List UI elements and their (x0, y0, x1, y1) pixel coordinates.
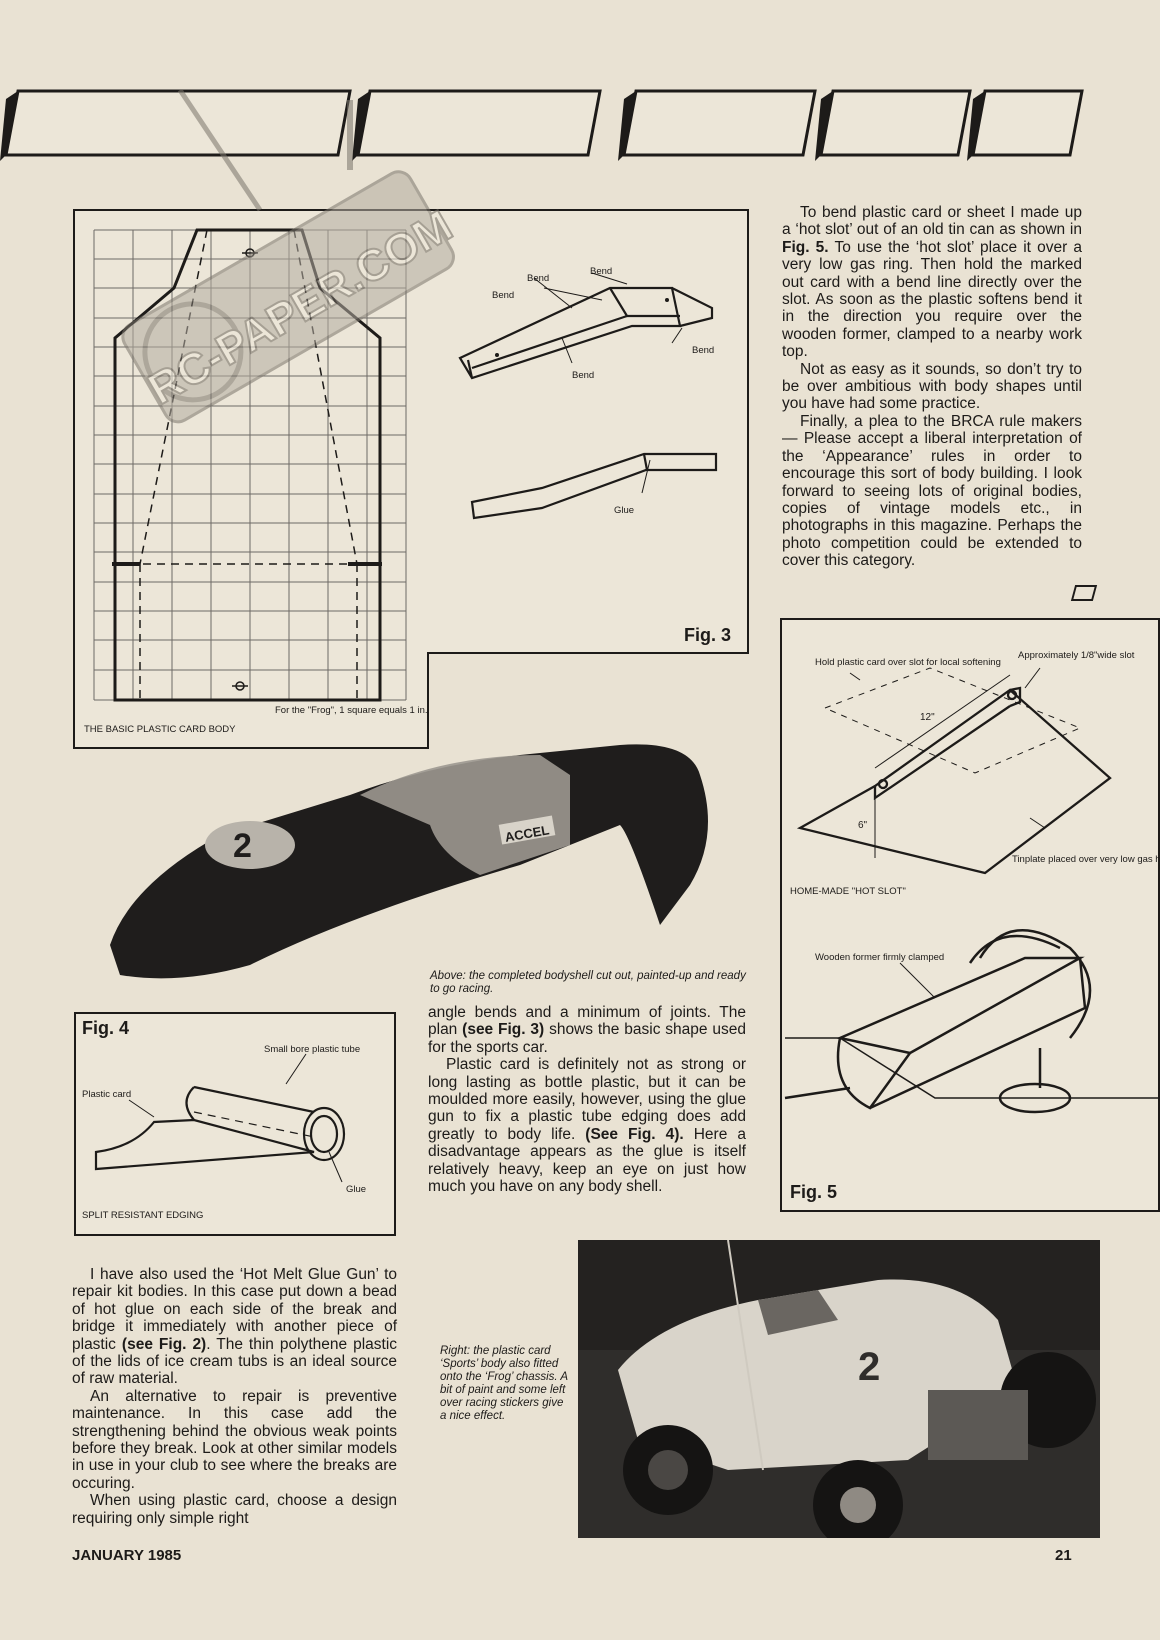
paragraph-plan: angle bends and a minimum of joints. The… (428, 1004, 746, 1056)
paragraph-practice: Not as easy as it sounds, so don’t try t… (782, 360, 1082, 413)
bodyshell-caption: Above: the completed bodyshell cut out, … (430, 970, 746, 995)
fig5-approx-label: Approximately 1/8"wide slot (1018, 650, 1135, 661)
header-tab-3 (622, 89, 817, 157)
glue-label: Glue (614, 505, 634, 516)
fig3-label: Fig. 3 (684, 625, 731, 645)
header-tab-5 (971, 89, 1084, 157)
paragraph-brca-plea: Finally, a plea to the BRCA rule makers … (782, 412, 1082, 570)
glue-label-fig4: Glue (346, 1184, 366, 1195)
header-tabs (0, 89, 1084, 161)
fig5-diagram: Hold plastic card over slot for local so… (780, 618, 1160, 1212)
edging-drawing (94, 1085, 346, 1171)
header-tab-4 (819, 89, 972, 157)
former-label: Wooden former firmly clamped (815, 952, 944, 963)
bodyshell-photo: 2 ACCEL (110, 744, 708, 979)
column-left: I have also used the ‘Hot Melt Glue Gun’… (72, 1266, 397, 1527)
car-caption: Right: the plastic card ‘Sports’ body al… (440, 1345, 568, 1422)
clamp-drawing (784, 928, 1160, 1114)
plan-caption: For the "Frog", 1 square equals 1 in. (275, 705, 428, 716)
page-number: 21 (1055, 1547, 1072, 1564)
paragraph-plastic-card: Plastic card is definitely not as strong… (428, 1056, 746, 1196)
bend-label-1: Bend (527, 273, 549, 284)
paragraph-hot-slot: To bend plastic card or sheet I made up … (782, 204, 1082, 361)
end-mark (1070, 585, 1098, 601)
watermark-logo: RC-PAPER.COM (121, 90, 461, 424)
column-mid: angle bends and a minimum of joints. The… (428, 1004, 746, 1195)
column-right-top: To bend plastic card or sheet I made up … (782, 204, 1082, 570)
tinplate-outline (796, 688, 1112, 875)
tube-label: Small bore plastic tube (264, 1044, 360, 1055)
bend-label-3: Bend (590, 266, 612, 277)
paragraph-design: When using plastic card, choose a design… (72, 1492, 397, 1527)
bend-label-2: Bend (492, 290, 514, 301)
car-number: 2 (858, 1345, 880, 1389)
fig4-label: Fig. 4 (82, 1018, 129, 1038)
glue-joint-drawing (470, 452, 718, 520)
folded-card-drawing (458, 286, 714, 380)
bend-label-5: Bend (572, 370, 594, 381)
plan-title: THE BASIC PLASTIC CARD BODY (84, 724, 236, 735)
car-photo: 2 (578, 1240, 1100, 1538)
dim-6-label: 6" (858, 820, 868, 831)
bodyshell-number: 2 (233, 827, 252, 865)
fig5-hold-label: Hold plastic card over slot for local so… (815, 657, 1001, 668)
dim-12-label: 12" (920, 712, 935, 723)
header-tab-1 (4, 89, 352, 157)
paragraph-glue-gun: I have also used the ‘Hot Melt Glue Gun’… (72, 1266, 398, 1388)
bend-label-4: Bend (692, 345, 714, 356)
footer-date: JANUARY 1985 (72, 1547, 182, 1564)
header-tab-2 (356, 89, 602, 157)
fig4-diagram: Fig. 4 Small bore plastic tube Plastic c… (74, 1012, 396, 1236)
hot-slot-title: HOME-MADE "HOT SLOT" (790, 886, 906, 897)
paragraph-maintenance: An alternative to repair is preventive m… (72, 1387, 397, 1492)
edging-title: SPLIT RESISTANT EDGING (82, 1210, 203, 1221)
tinplate-label: Tinplate placed over very low gas heat (1012, 854, 1160, 865)
fig5-label: Fig. 5 (790, 1182, 837, 1202)
card-label: Plastic card (82, 1089, 131, 1100)
